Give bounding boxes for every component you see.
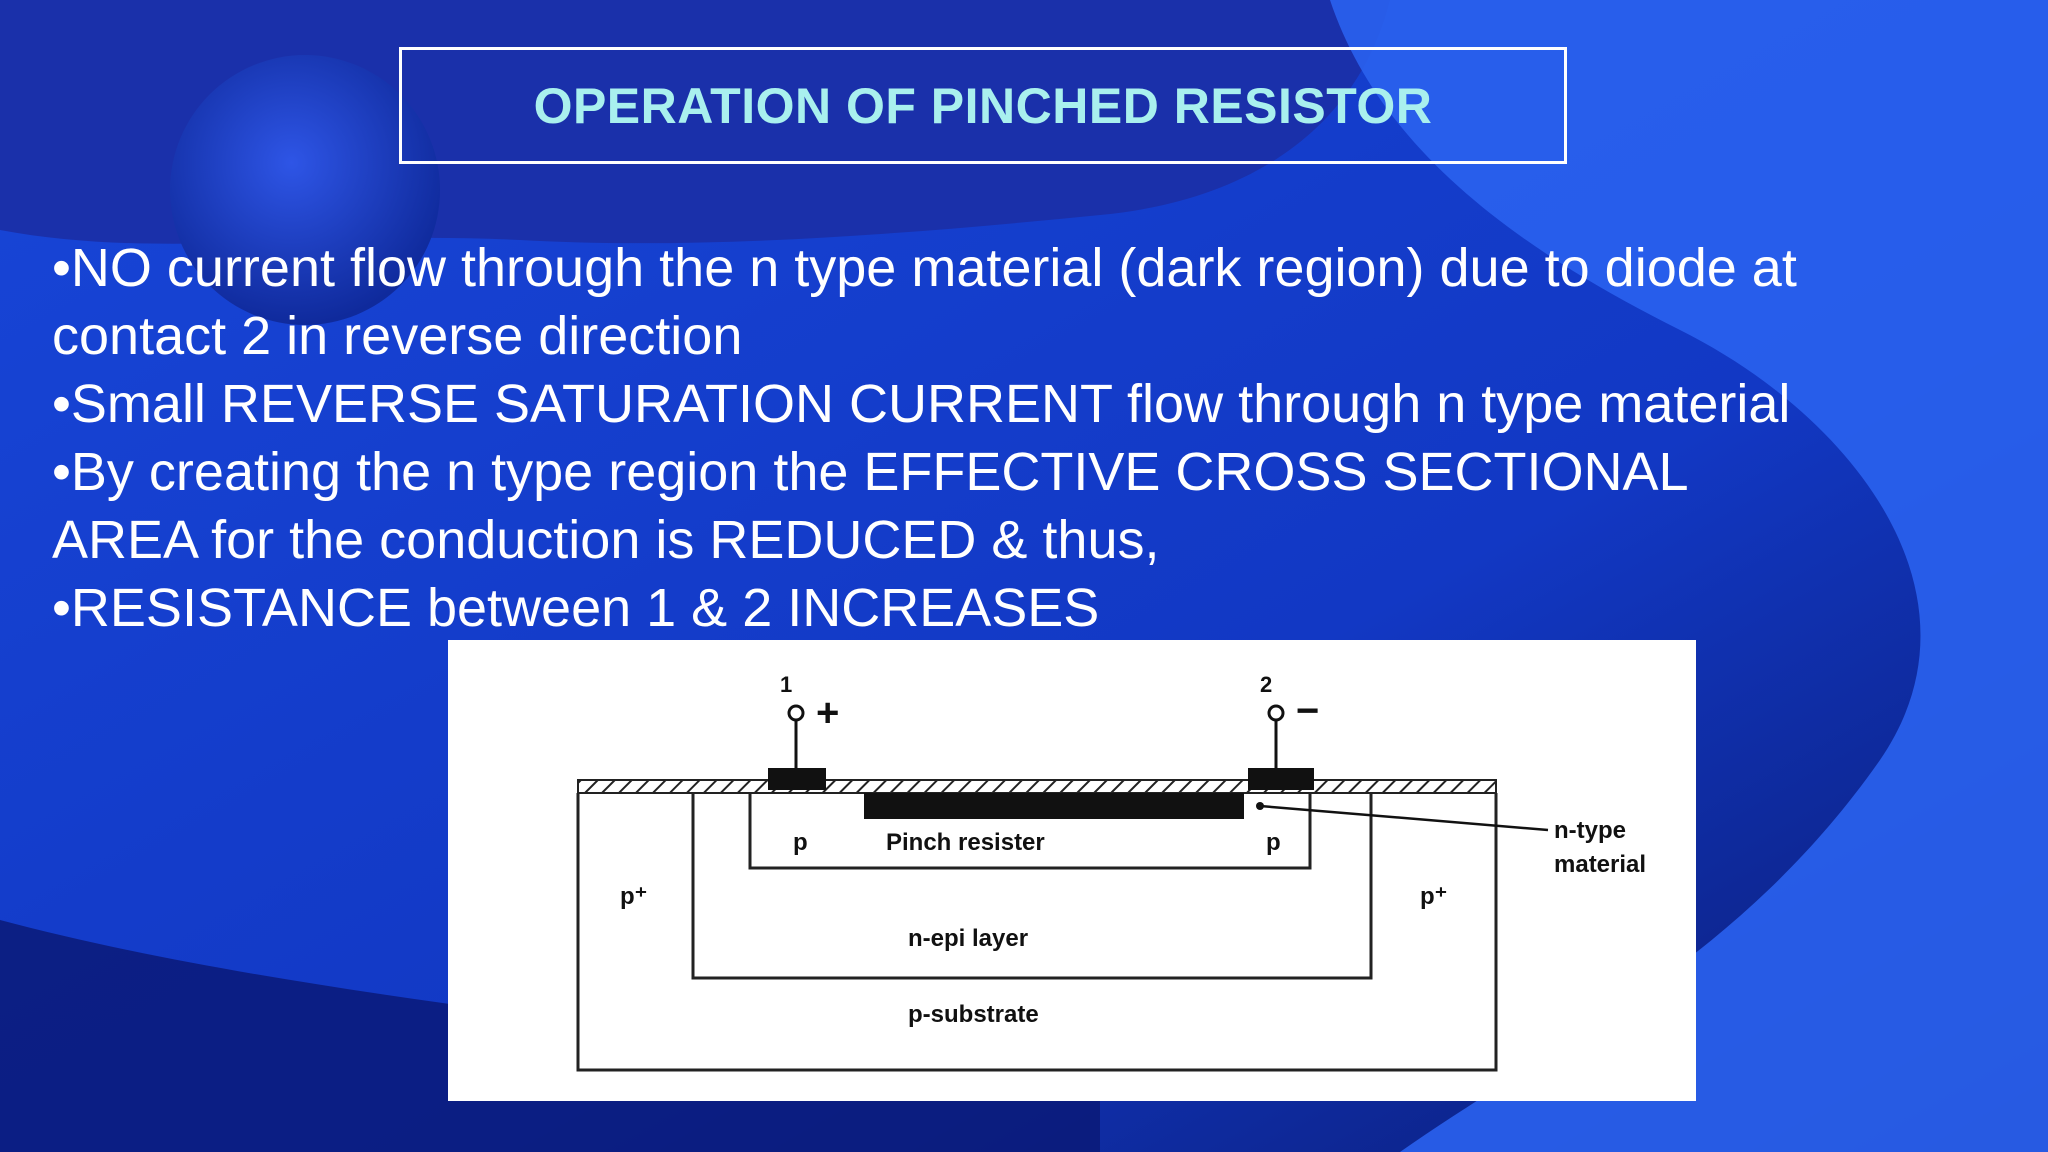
terminal-2-icon [1267, 704, 1285, 722]
n-epi-layer-label: n-epi layer [908, 925, 1028, 952]
sphere-decoration [170, 55, 440, 325]
n-type-leader-line [1259, 804, 1549, 832]
plus-sign: + [816, 691, 839, 735]
substrate-outline [576, 793, 1498, 1072]
p-region-outline [748, 793, 1312, 870]
bullet-line: •RESISTANCE between 1 & 2 INCREASES [52, 578, 1100, 638]
slide-title: OPERATION OF PINCHED RESISTOR [533, 77, 1433, 134]
pinch-resistor-diagram: 1 + 2 − p Pinch resister p p⁺ p⁺ n-epi l… [448, 640, 1696, 1101]
n-type-dark-region [864, 793, 1244, 819]
bullet-line: •NO current flow through the n type mate… [52, 238, 1797, 298]
contact-2-metal [1248, 768, 1314, 790]
bullet-line: •Small REVERSE SATURATION CURRENT flow t… [52, 374, 1791, 434]
pinch-resistor-label: Pinch resister [886, 829, 1045, 856]
bullet-line: contact 2 in reverse direction [52, 306, 743, 366]
p-plus-right-label: p⁺ [1420, 883, 1447, 910]
terminal-2-label: 2 [1260, 672, 1272, 697]
bullet-list: •NO current flow through the n type mate… [52, 234, 2012, 642]
p-right-label: p [1266, 829, 1281, 856]
bullet-line: AREA for the conduction is REDUCED & thu… [52, 510, 1160, 570]
p-substrate-label: p-substrate [908, 1001, 1039, 1028]
terminal-1-icon [787, 704, 805, 722]
diagram-svg: 1 + 2 − p Pinch resister p p⁺ p⁺ n-epi l… [576, 672, 1646, 1072]
p-plus-left-label: p⁺ [620, 883, 647, 910]
n-type-label: n-type [1554, 817, 1626, 844]
p-left-label: p [793, 829, 808, 856]
n-epi-outline [691, 793, 1373, 980]
material-label: material [1554, 851, 1646, 878]
title-box: OPERATION OF PINCHED RESISTOR [399, 47, 1567, 164]
contact-1-metal [768, 768, 826, 790]
oxide-layer [577, 779, 1497, 794]
minus-sign: − [1296, 689, 1319, 733]
right-light-blob [1330, 0, 2048, 1152]
bullet-line: •By creating the n type region the EFFEC… [52, 442, 1689, 502]
n-type-leader-dot [1256, 802, 1264, 810]
terminal-1-label: 1 [780, 672, 792, 697]
